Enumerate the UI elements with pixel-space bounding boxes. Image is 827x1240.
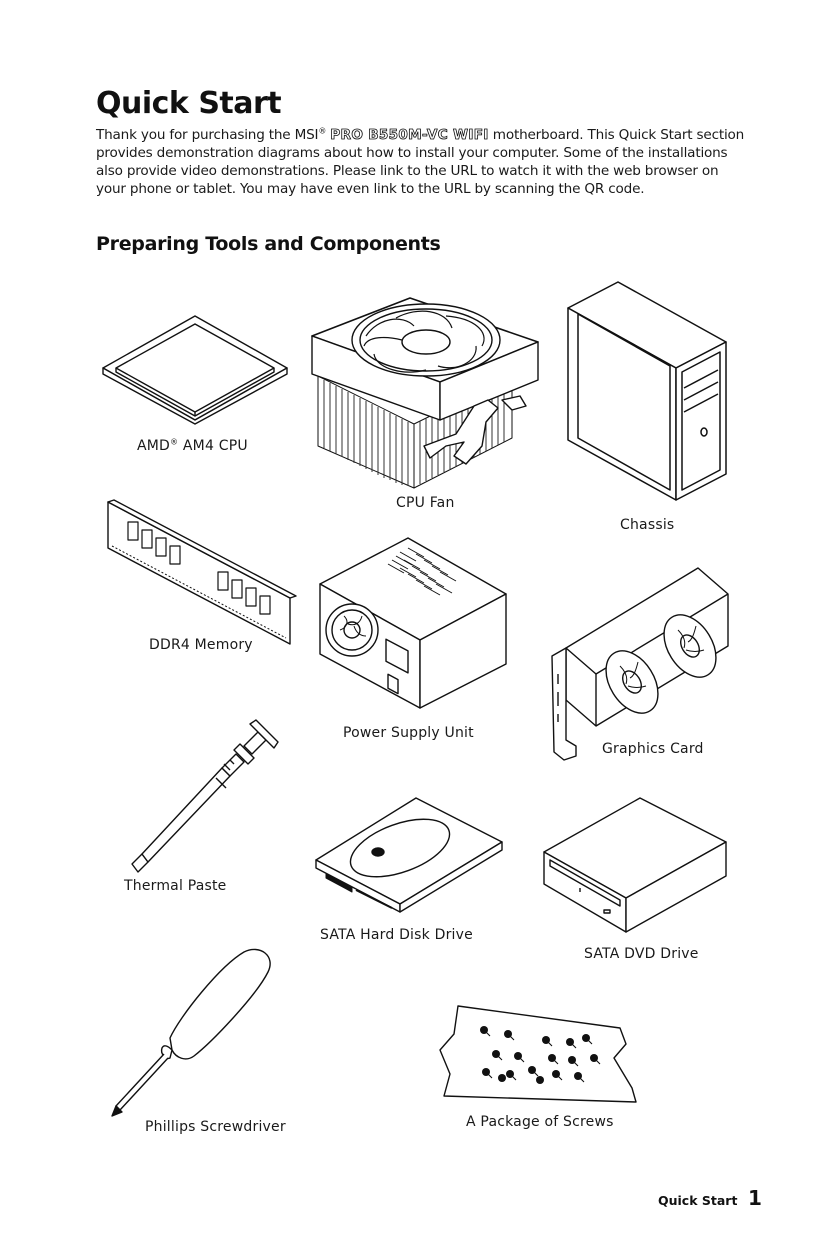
thermal-paste-syringe-icon: [126, 716, 278, 874]
registered-mark: ®: [318, 126, 327, 136]
screwdriver-icon: [110, 946, 276, 1118]
dvd-label: SATA DVD Drive: [584, 946, 699, 962]
intro-paragraph: Thank you for purchasing the MSI® PRO B5…: [96, 126, 746, 198]
cpu-fan-illustration: [306, 296, 542, 492]
section-title: Preparing Tools and Components: [96, 233, 441, 255]
memory-label: DDR4 Memory: [149, 637, 253, 653]
screwdriver-label: Phillips Screwdriver: [145, 1119, 286, 1135]
chassis-label: Chassis: [620, 517, 675, 533]
screw-package-icon: [436, 1004, 642, 1104]
cpu-fan-icon: [306, 296, 542, 492]
memory-illustration: [104, 500, 296, 648]
thermal-paste-label: Thermal Paste: [124, 878, 227, 894]
gpu-label: Graphics Card: [602, 741, 704, 757]
power-supply-icon: [316, 536, 510, 712]
intro-text-rest: motherboard. This Quick Start section pr…: [96, 127, 745, 197]
dvd-illustration: [540, 796, 730, 934]
screwdriver-illustration: [110, 946, 276, 1118]
hdd-illustration: [312, 794, 506, 914]
chassis-illustration: [564, 280, 730, 502]
hdd-label: SATA Hard Disk Drive: [320, 927, 473, 943]
cpu-icon: [100, 312, 290, 424]
thermal-paste-illustration: [126, 716, 278, 874]
footer-section-label: Quick Start: [658, 1193, 738, 1208]
chassis-icon: [564, 280, 730, 502]
page-title: Quick Start: [96, 86, 282, 121]
motherboard-model: PRO B550M-VC WIFI: [330, 127, 489, 144]
psu-illustration: [316, 536, 510, 712]
screws-illustration: [436, 1004, 642, 1104]
psu-label: Power Supply Unit: [343, 725, 474, 741]
cpu-illustration: [100, 312, 290, 424]
cpu-fan-label: CPU Fan: [396, 495, 455, 511]
dvd-drive-icon: [540, 796, 730, 934]
memory-module-icon: [104, 500, 296, 648]
screws-label: A Package of Screws: [466, 1114, 614, 1130]
page-number: 1: [748, 1186, 762, 1210]
hard-disk-drive-icon: [312, 794, 506, 914]
intro-text-start: Thank you for purchasing the MSI: [96, 127, 319, 143]
gpu-illustration: [546, 566, 732, 760]
cpu-label: AMD® AM4 CPU: [137, 437, 248, 454]
graphics-card-icon: [546, 566, 732, 760]
